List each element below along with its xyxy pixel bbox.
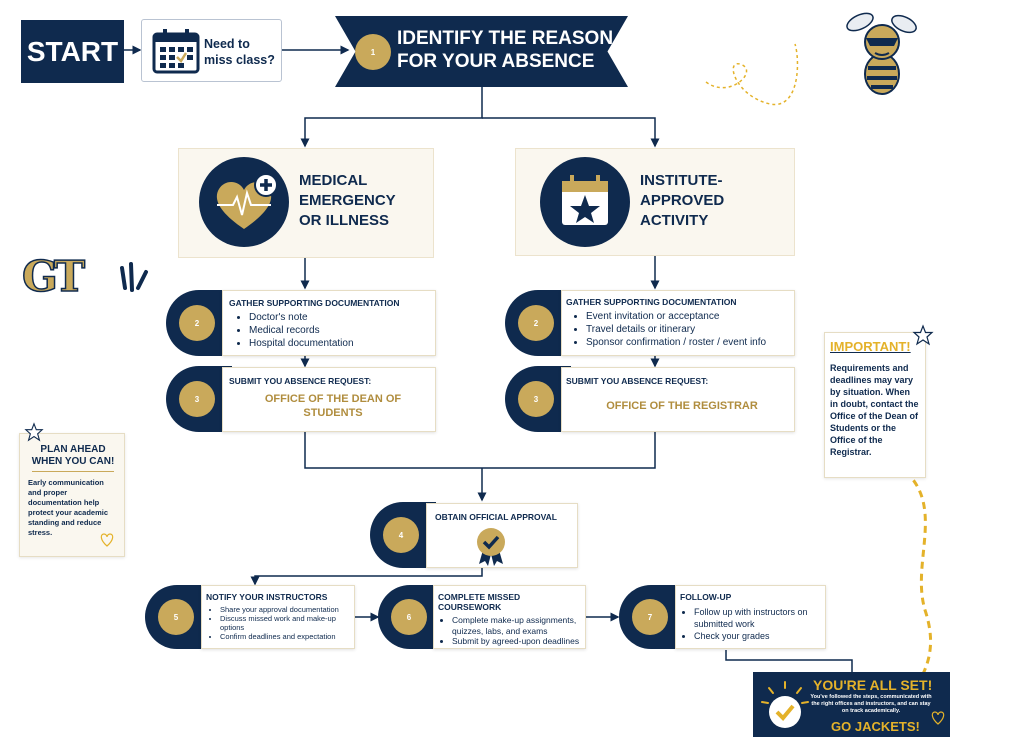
left-submit-number: 3 [179, 381, 215, 417]
medical-line2: EMERGENCY [299, 192, 396, 209]
right-gather-card: GATHER SUPPORTING DOCUMENTATION Event in… [561, 290, 795, 356]
list-item: Check your grades [694, 630, 823, 642]
step7-card: FOLLOW-UP Follow up with instructors on … [675, 585, 826, 649]
step4-card: OBTAIN OFFICIAL APPROVAL [426, 503, 578, 568]
need-line2: miss class? [204, 53, 275, 67]
list-item: Sponsor confirmation / roster / event in… [586, 336, 788, 349]
list-item: Travel details or itinerary [586, 323, 788, 336]
go-jackets: GO JACKETS! [831, 719, 920, 734]
step6-number: 6 [391, 599, 427, 635]
left-submit-title: SUBMIT YOU ABSENCE REQUEST: [229, 376, 372, 386]
exclamation-marks-icon [120, 262, 148, 292]
right-submit-card: SUBMIT YOU ABSENCE REQUEST: OFFICE OF TH… [561, 367, 795, 432]
right-gather-list: Event invitation or acceptance Travel de… [566, 310, 788, 349]
list-item: Medical records [249, 324, 429, 337]
start-box: START [21, 20, 124, 83]
step6-card: COMPLETE MISSED COURSEWORK Complete make… [433, 585, 586, 649]
list-item: Hospital documentation [249, 337, 429, 350]
right-submit-title: SUBMIT YOU ABSENCE REQUEST: [566, 376, 709, 386]
list-item: Submit by agreed-upon deadlines [452, 636, 583, 647]
left-submit-office1: OFFICE OF THE DEAN OF [264, 393, 402, 405]
step6-list: Complete make-up assignments, quizzes, l… [438, 615, 583, 647]
left-gather-number: 2 [179, 305, 215, 341]
need-to-miss-class-box: Need to miss class? [141, 19, 282, 82]
need-line1: Need to [204, 37, 250, 51]
start-label: START [26, 35, 119, 67]
medical-line3: OR ILLNESS [299, 212, 390, 229]
list-item: Confirm deadlines and expectation [220, 632, 352, 641]
step7-title: FOLLOW-UP [680, 592, 732, 602]
gt-logo: GT [21, 251, 102, 302]
list-item: Event invitation or acceptance [586, 310, 788, 323]
gt-logo-text: GT [21, 251, 86, 302]
list-item: Doctor's note [249, 311, 429, 324]
step1-line1: IDENTIFY THE REASON [397, 28, 614, 49]
step1-banner: 1 IDENTIFY THE REASON FOR YOUR ABSENCE [335, 16, 628, 87]
list-item: Follow up with instructors on submitted … [694, 606, 823, 630]
step5-card: NOTIFY YOUR INSTRUCTORS Share your appro… [201, 585, 355, 649]
list-item: Complete make-up assignments, quizzes, l… [452, 615, 583, 636]
left-gather-list: Doctor's note Medical records Hospital d… [229, 311, 429, 350]
all-set-text: You've followed the steps, communicated … [810, 694, 932, 714]
institute-line1: INSTITUTE- [640, 172, 723, 189]
checkmark-badge-icon [761, 681, 809, 728]
heart-health-icon [199, 157, 289, 247]
left-gather-title: GATHER SUPPORTING DOCUMENTATION [229, 298, 400, 308]
step4-title: OBTAIN OFFICIAL APPROVAL [435, 512, 557, 522]
step7-list: Follow up with instructors on submitted … [680, 606, 823, 642]
step7-number: 7 [632, 599, 668, 635]
star-outline-icon [912, 324, 934, 346]
left-gather-card: GATHER SUPPORTING DOCUMENTATION Doctor's… [222, 290, 436, 356]
plan-line1: PLAN AHEAD [40, 444, 106, 455]
star-outline-icon [24, 422, 44, 442]
buzz-mascot-icon [846, 12, 917, 95]
approval-badge-icon [477, 528, 505, 566]
calendar-icon [152, 29, 200, 74]
step1-number: 1 [355, 34, 391, 70]
important-title: IMPORTANT! [830, 339, 911, 354]
step1-line2: FOR YOUR ABSENCE [397, 51, 595, 72]
step5-list: Share your approval documentation Discus… [206, 605, 352, 641]
heart-doodle-icon [931, 711, 945, 725]
plan-line2: WHEN YOU CAN! [31, 456, 115, 467]
medical-emergency-box: MEDICAL EMERGENCY OR ILLNESS [178, 148, 434, 258]
institute-line3: ACTIVITY [640, 212, 709, 229]
step5-title: NOTIFY YOUR INSTRUCTORS [206, 592, 328, 602]
important-note: IMPORTANT! Requirements and deadlines ma… [824, 332, 926, 478]
institute-activity-box: INSTITUTE- APPROVED ACTIVITY [515, 148, 795, 256]
step6-title: COMPLETE MISSED COURSEWORK [438, 592, 521, 612]
heart-doodle-icon [100, 533, 114, 547]
step4-number: 4 [383, 517, 419, 553]
medical-line1: MEDICAL [299, 172, 368, 189]
left-submit-office2: STUDENTS [303, 407, 363, 419]
right-submit-number: 3 [518, 381, 554, 417]
right-gather-title: GATHER SUPPORTING DOCUMENTATION [566, 297, 737, 307]
list-item: Discuss missed work and make-up options [220, 614, 352, 632]
right-submit-office: OFFICE OF THE REGISTRAR [606, 400, 758, 412]
all-set-title: YOU'RE ALL SET! [813, 677, 933, 693]
step5-number: 5 [158, 599, 194, 635]
important-text: Requirements and deadlines may vary by s… [830, 363, 919, 457]
right-gather-number: 2 [518, 305, 554, 341]
star-calendar-icon [540, 157, 630, 247]
list-item: Share your approval documentation [220, 605, 352, 614]
plan-text: Early communication and proper documenta… [28, 478, 109, 537]
all-set-box: YOU'RE ALL SET! You've followed the step… [753, 672, 950, 737]
institute-line2: APPROVED [640, 192, 725, 209]
left-submit-card: SUBMIT YOU ABSENCE REQUEST: OFFICE OF TH… [222, 367, 436, 432]
